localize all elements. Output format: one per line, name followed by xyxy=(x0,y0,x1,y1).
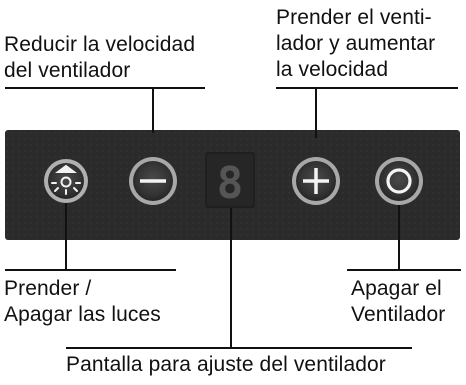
label-lights-line-1: Prender / xyxy=(4,277,92,300)
plus-icon xyxy=(303,168,329,194)
label-fan-off-line-1: Apagar el xyxy=(351,277,442,300)
label-increase-speed-line-3: la velocidad xyxy=(276,58,389,81)
label-fan-off-line-2: Ventilador xyxy=(351,303,446,326)
label-lights-line-2: Apagar las luces xyxy=(4,303,161,326)
label-increase-speed: Prender el venti- lador y aumentar la ve… xyxy=(276,5,435,83)
minus-button[interactable] xyxy=(129,157,177,205)
power-icon xyxy=(386,168,412,194)
power-button[interactable] xyxy=(375,157,423,205)
speed-display: 8 xyxy=(205,152,255,209)
label-increase-speed-line-1: Prender el venti- xyxy=(276,6,432,29)
label-reduce-speed: Reducir la velocidad del ventilador xyxy=(4,32,195,84)
light-icon xyxy=(51,164,81,195)
label-reduce-speed-line-1: Reducir la velocidad xyxy=(4,33,196,56)
light-button[interactable] xyxy=(44,159,88,203)
label-increase-speed-line-2: lador y aumentar xyxy=(276,32,436,55)
label-fan-off: Apagar el Ventilador xyxy=(351,276,445,328)
label-lights: Prender / Apagar las luces xyxy=(4,276,161,328)
label-reduce-speed-line-2: del ventilador xyxy=(4,59,131,82)
display-digit: 8 xyxy=(217,158,244,209)
label-display: Pantalla para ajuste del ventilador xyxy=(66,353,386,376)
leader-lines xyxy=(5,87,461,349)
plus-button[interactable] xyxy=(292,157,340,205)
